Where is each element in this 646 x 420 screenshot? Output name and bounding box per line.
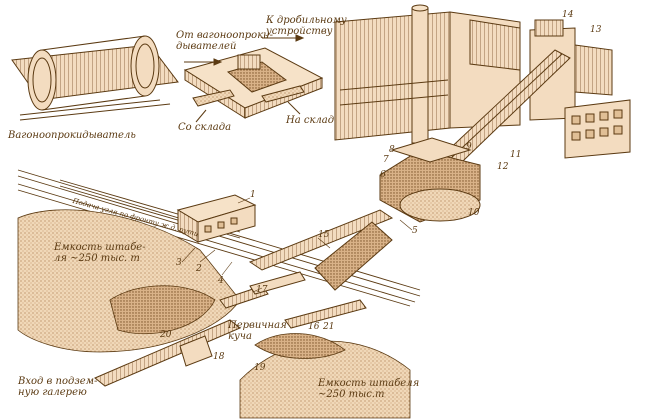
- callout-6: 6: [380, 170, 386, 180]
- callout-12: 12: [497, 162, 509, 172]
- callout-3: 3: [176, 258, 182, 268]
- label-car-dumper: Вагоноопрокидыватель: [8, 130, 136, 141]
- label-stack-capacity-left: Емкость штабе- ля ~250 тыс. т: [54, 242, 146, 264]
- callout-4: 4: [218, 276, 224, 286]
- callout-2: 2: [196, 264, 202, 274]
- label-entrance-gallery: Вход в подзем- ную галерею: [18, 376, 98, 398]
- label-primary-pile: Первичная куча: [228, 320, 287, 342]
- crusher-house-illustration: [379, 137, 481, 223]
- coal-stockpile-right: [239, 340, 411, 419]
- callout-18: 18: [213, 352, 225, 362]
- callout-13: 13: [590, 25, 602, 35]
- callout-20: 20: [160, 330, 172, 340]
- label-to-storage: На склад: [286, 115, 335, 126]
- callout-21: 21: [323, 322, 335, 332]
- power-plant-illustration: [334, 4, 631, 159]
- unloading-building: [176, 194, 257, 243]
- callout-7: 7: [383, 155, 389, 165]
- callout-11: 11: [510, 150, 522, 160]
- callout-19: 19: [254, 363, 266, 373]
- label-stack-capacity-right: Емкость штабеля ~250 тыс.т: [318, 378, 420, 400]
- car-dumper-illustration: [11, 35, 179, 121]
- callout-15: 15: [318, 230, 330, 240]
- callout-9: 9: [466, 142, 472, 152]
- yard-conveyor: [248, 209, 394, 291]
- transfer-station-illustration: [183, 34, 324, 123]
- label-from-storage: Со склада: [178, 122, 232, 133]
- callout-leaders: [181, 197, 413, 293]
- callout-14: 14: [562, 10, 574, 20]
- primary-pile: [254, 333, 346, 359]
- callout-17: 17: [256, 285, 268, 295]
- callout-10: 10: [468, 208, 480, 218]
- callout-1: 1: [250, 190, 256, 200]
- coal-stockpile-ridge: [109, 285, 216, 335]
- callout-5: 5: [412, 226, 418, 236]
- label-from-car-dumpers: От вагоноопроки- дывателей: [176, 30, 273, 52]
- callout-8: 8: [389, 145, 395, 155]
- underground-gallery: [94, 271, 367, 387]
- label-to-crusher: К дробильному устройству: [266, 15, 347, 37]
- callout-16: 16: [308, 322, 320, 332]
